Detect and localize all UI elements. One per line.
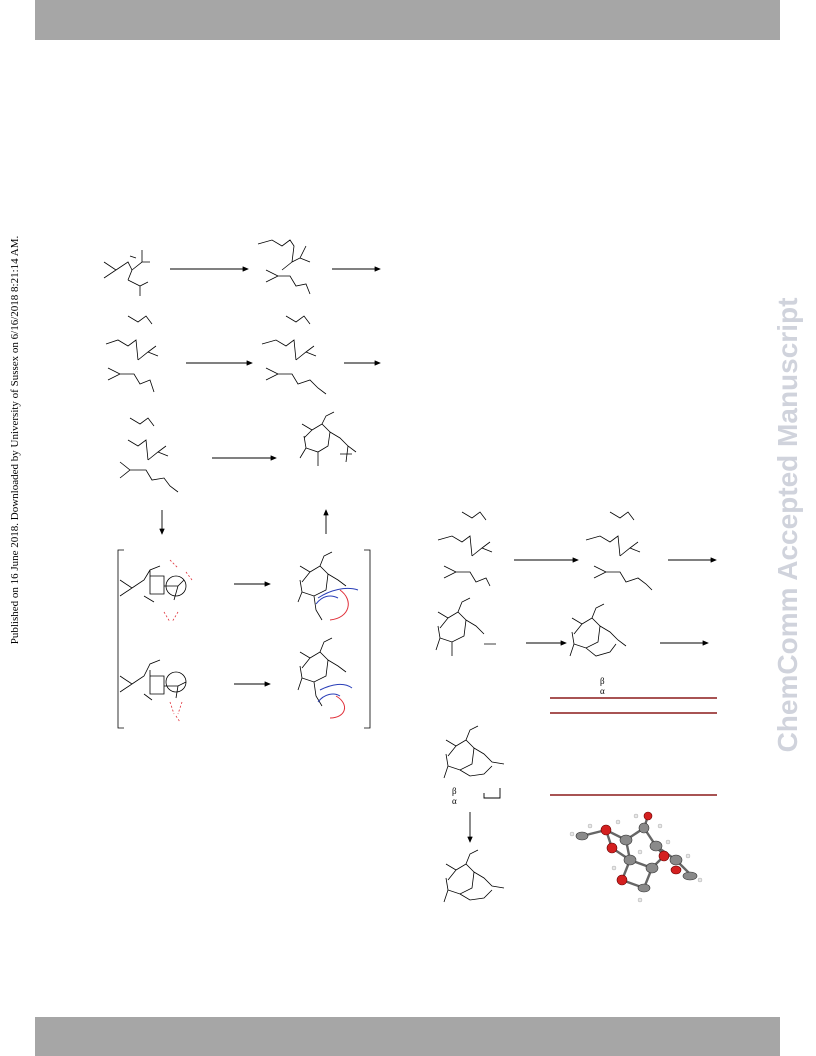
structure-8: [443, 725, 505, 779]
intermediate-4a: [119, 565, 187, 603]
footer-band: [35, 1017, 780, 1056]
structures: [103, 239, 653, 903]
return-arrow: [483, 788, 501, 799]
electron-arrows: [315, 587, 359, 719]
reaction-arrows: [159, 266, 717, 843]
structure-7b: [569, 603, 627, 657]
brackets: [117, 549, 371, 729]
structure-1a: [103, 250, 150, 296]
structure-3a: [119, 417, 179, 493]
structure-9: [443, 849, 505, 903]
intermediate-5b: [297, 637, 347, 707]
intermediate-4b: [297, 551, 347, 621]
crystal-structure: [569, 811, 703, 903]
alpha-label: α: [600, 686, 605, 696]
intermediate-5a: [119, 659, 187, 701]
structure-1b: [257, 239, 311, 295]
structure-7a: [435, 597, 496, 656]
structure-2b: [261, 315, 327, 395]
alpha-label: α: [452, 796, 457, 806]
beta-label: β: [452, 786, 457, 796]
structure-6a: [437, 511, 493, 587]
stereo-labels: β α β α: [452, 676, 605, 806]
structure-3b: [299, 411, 357, 466]
structure-2a: [105, 315, 159, 393]
header-band: [35, 0, 780, 40]
structure-6b: [585, 511, 653, 591]
table-rules: [550, 697, 717, 796]
beta-label: β: [600, 676, 605, 686]
steric-interactions: [163, 559, 193, 723]
